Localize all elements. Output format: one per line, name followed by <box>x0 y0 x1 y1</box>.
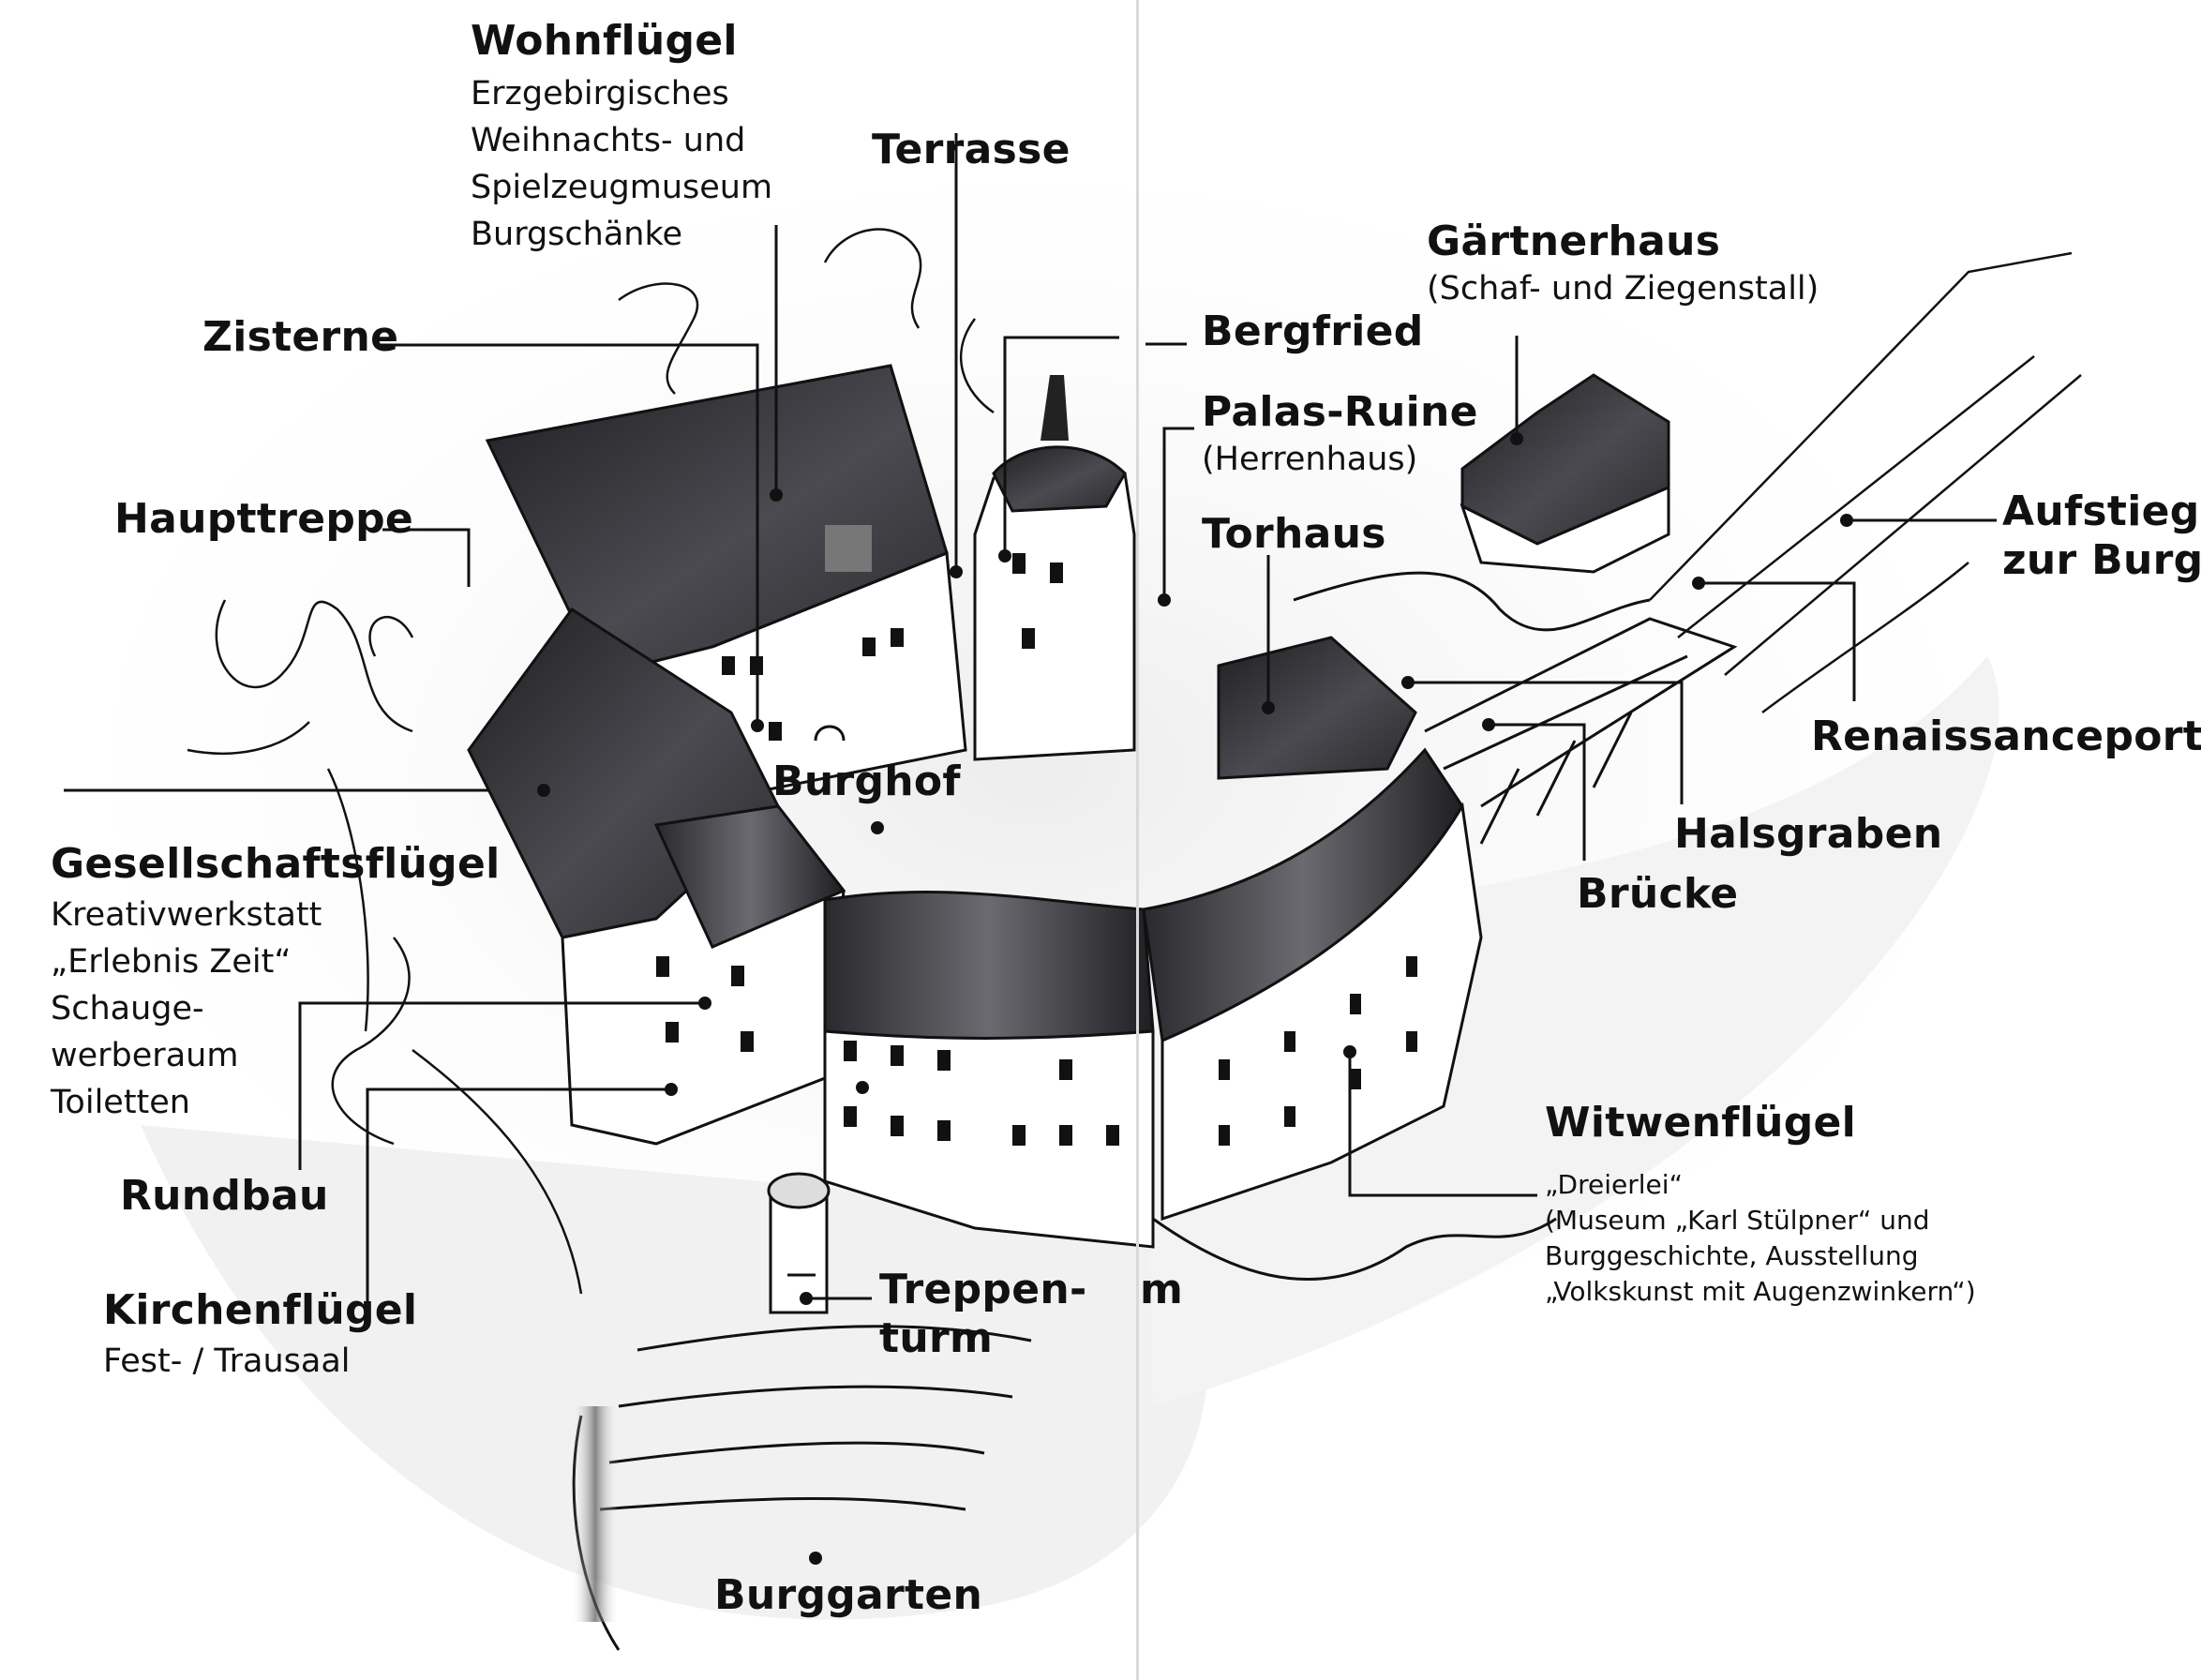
wohnfluegel-line-2: Weihnachts- und <box>471 122 746 159</box>
label-fragment: m <box>1140 1266 1184 1313</box>
gesellschaftsfluegel-title: Gesellschaftsflügel <box>51 840 501 888</box>
palas-sub: (Herrenhaus) <box>1202 441 1418 478</box>
witwenfluegel-line-1: (Museum „Karl Stülpner“ und <box>1545 1205 1930 1236</box>
label-palas: Palas-Ruine (Herrenhaus) <box>1202 388 1478 483</box>
label-renaissanceportal: Renaissanceportal <box>1811 712 2201 760</box>
witwenfluegel-title: Witwenflügel <box>1545 1099 1857 1147</box>
trees-sketch <box>187 228 995 1295</box>
label-torhaus: Torhaus <box>1202 510 1386 558</box>
pointer-dots <box>537 432 1853 1565</box>
label-rundbau: Rundbau <box>120 1172 329 1220</box>
label-burghof: Burghof <box>772 758 961 805</box>
kirchenfluegel-sub: Fest- / Trausaal <box>103 1342 351 1380</box>
palas-title: Palas-Ruine <box>1202 388 1478 436</box>
page-fold <box>1136 0 1139 1680</box>
gesellschaftsfluegel-line-5: Toiletten <box>51 1084 190 1121</box>
label-witwenfluegel: Witwenflügel „Dreierlei“ (Museum „Karl S… <box>1545 1099 1976 1310</box>
gaertnerhaus-title: Gärtnerhaus <box>1427 218 1721 265</box>
label-aufstieg: Aufstieg zur Burg <box>2002 488 2201 585</box>
label-kirchenfluegel: Kirchenflügel Fest- / Trausaal <box>103 1286 417 1385</box>
treppenturm-line-1: Treppen- <box>879 1266 1087 1313</box>
bergfried-tower <box>973 375 1136 761</box>
gesellschaftsfluegel-line-3: Schauge- <box>51 990 204 1028</box>
wohnfluegel-line-4: Burgschänke <box>471 216 683 253</box>
treppenturm-line-2: turm <box>879 1314 994 1362</box>
gesellschaftsfluegel-line-2: „Erlebnis Zeit“ <box>51 943 292 981</box>
gesellschaftsfluegel-building <box>467 607 846 1146</box>
label-treppenturm: Treppen- turm <box>879 1266 1087 1363</box>
witwenfluegel-line-2: Burggeschichte, Ausstellung <box>1545 1240 1919 1271</box>
label-halsgraben: Halsgraben <box>1674 810 1943 858</box>
witwenfluegel-line-3: „Volkskunst mit Augenzwinkern“) <box>1545 1276 1976 1307</box>
burggarten-terraces <box>572 1217 1557 1651</box>
label-bruecke: Brücke <box>1577 870 1739 918</box>
kirchenfluegel-title: Kirchenflügel <box>103 1286 418 1334</box>
wohnfluegel-title: Wohnflügel <box>471 17 738 65</box>
aufstieg-path <box>1649 251 2082 714</box>
label-haupttreppe: Haupttreppe <box>114 495 414 543</box>
kirchenfluegel-building <box>823 890 1155 1249</box>
leader-lines <box>298 133 1997 1303</box>
wohnfluegel-line-3: Spielzeugmuseum <box>471 169 773 206</box>
aufstieg-line-2: zur Burg <box>2002 536 2201 584</box>
label-zisterne: Zisterne <box>202 313 399 361</box>
gesellschaftsfluegel-line-4: werberaum <box>51 1037 239 1074</box>
gesellschaftsfluegel-line-1: Kreativwerkstatt <box>51 896 322 934</box>
label-burggarten: Burggarten <box>714 1571 983 1619</box>
witwenfluegel-sub: „Dreierlei“ <box>1545 1169 1683 1200</box>
bridge-structure <box>1424 617 1738 845</box>
aufstieg-line-1: Aufstieg <box>2002 488 2200 535</box>
wohnfluegel-line-1: Erzgebirgisches <box>471 75 729 112</box>
label-terrasse: Terrasse <box>872 126 1071 173</box>
label-gaertnerhaus: Gärtnerhaus (Schaf- und Ziegenstall) <box>1427 218 1819 312</box>
label-bergfried: Bergfried <box>1202 308 1424 355</box>
label-gesellschaftsfluegel: Gesellschaftsflügel Kreativwerkstatt „Er… <box>51 840 500 1126</box>
gaertnerhaus-sub: (Schaf- und Ziegenstall) <box>1427 270 1819 308</box>
gaertnerhaus-building <box>1293 373 1670 632</box>
treppenturm-building <box>767 1172 831 1314</box>
label-wohnfluegel: Wohnflügel Erzgebirgisches Weihnachts- u… <box>471 17 772 258</box>
